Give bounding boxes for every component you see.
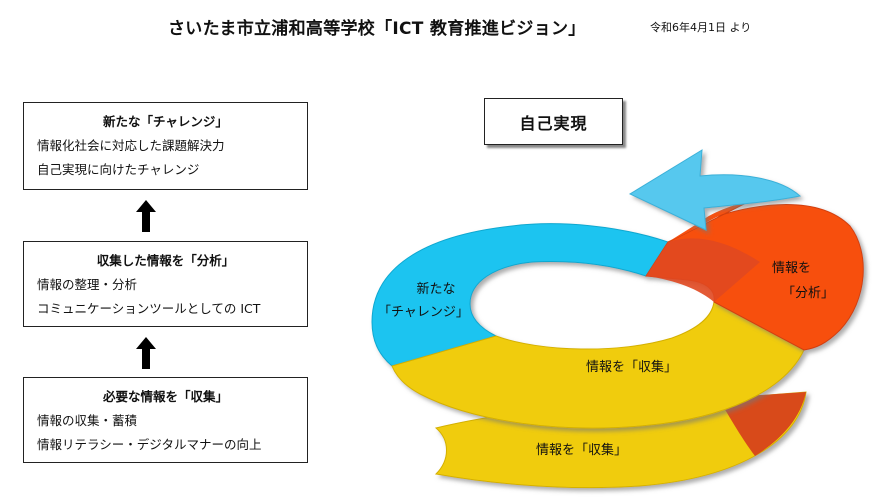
step-box-analysis: 収集した情報を「分析」 情報の整理・分析 コミュニケーションツールとしての IC…	[23, 241, 308, 327]
label-collect-upper: 情報を「収集」	[586, 360, 678, 375]
step-heading: 必要な情報を「収集」	[102, 389, 228, 404]
step-line: 情報の整理・分析	[37, 277, 138, 292]
step-line: 情報の収集・蓄積	[37, 413, 138, 428]
step-heading: 収集した情報を「分析」	[96, 253, 235, 268]
step-line: 自己実現に向けたチャレンジ	[37, 162, 200, 177]
spiral-segment-transition-upper	[646, 238, 760, 302]
source-date: 令和6年4月1日 より	[650, 21, 752, 34]
label-challenge-sub: 「チャレンジ」	[378, 305, 469, 320]
step-box-collect: 必要な情報を「収集」 情報の収集・蓄積 情報リテラシー・デジタルマナーの向上	[23, 377, 308, 463]
goal-box: 自己実現	[484, 98, 623, 145]
label-analysis: 情報を	[772, 261, 812, 276]
label-challenge: 新たな	[396, 278, 476, 297]
step-line: 情報化社会に対応した課題解決力	[37, 138, 225, 153]
step-box-challenge: 新たな「チャレンジ」 情報化社会に対応した課題解決力 自己実現に向けたチャレンジ	[23, 102, 308, 190]
step-line: コミュニケーションツールとしての ICT	[37, 301, 261, 316]
step-line: 情報リテラシー・デジタルマナーの向上	[37, 437, 262, 452]
label-analysis-sub: 「分析」	[782, 286, 835, 301]
label-line: 新たな	[416, 282, 456, 297]
header: さいたま市立浦和高等学校「ICT 教育推進ビジョン」 令和6年4月1日 より	[0, 14, 880, 40]
spiral-segment-collect-upper	[391, 301, 805, 429]
step-heading: 新たな「チャレンジ」	[103, 114, 228, 129]
up-arrow-icon	[136, 337, 156, 369]
page-title: さいたま市立浦和高等学校「ICT 教育推進ビジョン」	[168, 19, 586, 39]
spiral-segment-transition-lower	[718, 392, 806, 456]
spiral-segment-challenge	[371, 223, 669, 367]
arrow-head-icon	[628, 149, 802, 231]
up-arrow-icon	[136, 200, 156, 232]
label-collect-lower: 情報を「収集」	[536, 443, 628, 458]
